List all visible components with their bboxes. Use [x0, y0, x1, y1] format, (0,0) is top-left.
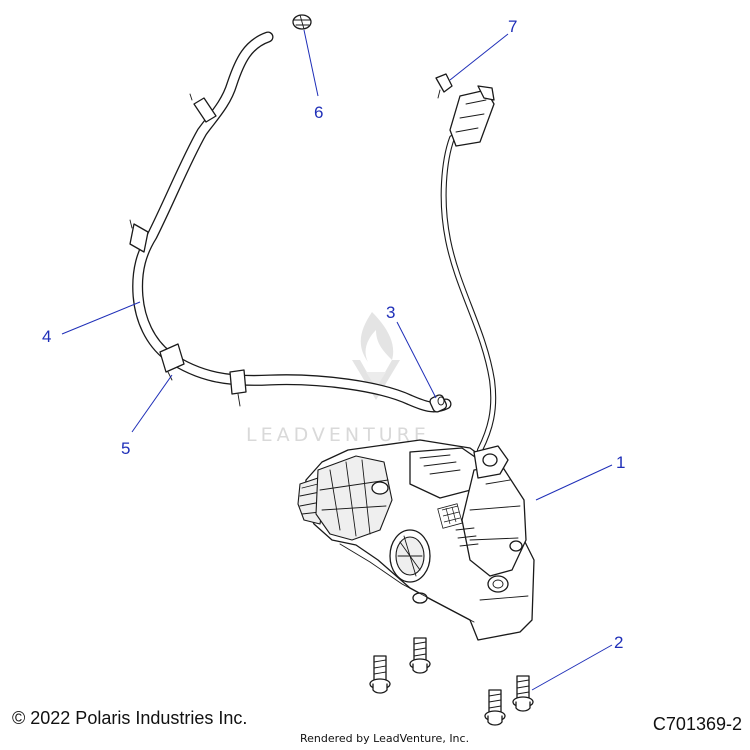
callout-7: 7 — [508, 17, 517, 36]
leader-line-2 — [531, 644, 613, 691]
harness-clip — [435, 73, 453, 99]
callout-leaders — [61, 29, 613, 691]
hose-clip — [229, 369, 247, 407]
hose-clip — [159, 343, 185, 381]
leader-line-4 — [61, 301, 141, 335]
actuator-housing — [461, 465, 527, 577]
hose-fitting — [292, 14, 312, 30]
leader-line-6 — [303, 29, 319, 97]
harness-connector — [449, 85, 495, 147]
breather-hose — [132, 31, 452, 413]
diagram-code: C701369-2 — [652, 714, 742, 734]
callout-5: 5 — [121, 439, 130, 458]
mounting-bolt — [369, 655, 391, 694]
mounting-bolt — [484, 689, 506, 726]
copyright-notice: © 2022 Polaris Industries Inc. — [12, 708, 248, 728]
callout-4: 4 — [42, 327, 51, 346]
callout-1: 1 — [616, 453, 625, 472]
hose-clips — [129, 93, 247, 407]
leader-line-7 — [449, 33, 509, 81]
wire-harness — [435, 73, 497, 453]
mounting-bolt — [409, 637, 431, 674]
breather-hose-outline — [132, 31, 452, 413]
leader-line-3 — [396, 321, 437, 399]
flame-logo-icon — [352, 312, 400, 400]
callout-numbers: 1 2 3 4 5 6 7 — [42, 17, 625, 652]
leader-line-1 — [535, 464, 613, 501]
callout-2: 2 — [614, 633, 623, 652]
callout-6: 6 — [314, 103, 323, 122]
gearcase-grid-label — [437, 503, 463, 529]
hose-clip — [129, 219, 149, 253]
leader-line-5 — [131, 374, 173, 433]
front-gearcase-assembly — [297, 439, 535, 641]
callout-3: 3 — [386, 303, 395, 322]
rendered-by-credit: Rendered by LeadVenture, Inc. — [300, 732, 470, 745]
mounting-bolt — [512, 675, 534, 712]
leadventure-watermark: LEADVENTURE — [246, 312, 430, 446]
watermark-brand-text: LEADVENTURE — [246, 424, 430, 446]
breather-hose-core — [133, 32, 451, 412]
hose-clip — [189, 93, 217, 123]
mounting-bolts — [369, 637, 534, 726]
